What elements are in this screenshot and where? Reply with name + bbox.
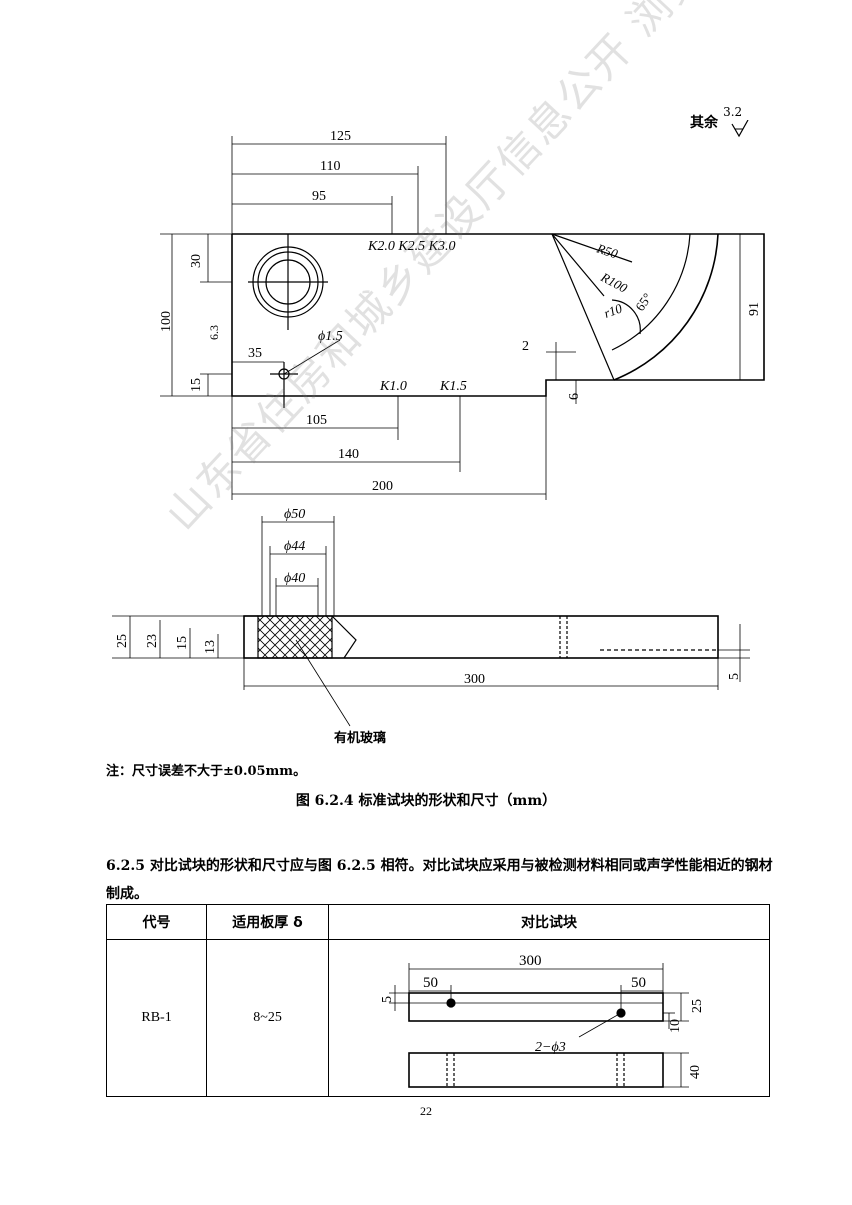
r50-label: R50 <box>594 240 620 261</box>
phi50-label: ϕ50 <box>284 507 305 522</box>
dim-95: 95 <box>312 189 326 204</box>
dim-5: 5 <box>727 673 742 680</box>
figure-caption: 图 6.2.4 标准试块的形状和尺寸（mm） <box>295 793 557 809</box>
dim-6: 6 <box>567 393 582 400</box>
header-block: 对比试块 <box>328 904 770 940</box>
rb1-dim-50a: 50 <box>423 975 438 991</box>
dim-200: 200 <box>372 479 393 494</box>
dim-25: 25 <box>115 634 130 648</box>
rb1-dim-40: 40 <box>688 1065 703 1079</box>
k-lower-1: K1.0 <box>379 379 407 394</box>
dim-100: 100 <box>159 311 174 332</box>
phi44-label: ϕ44 <box>284 539 305 554</box>
dim-15: 15 <box>189 378 204 392</box>
dim-2: 2 <box>522 339 529 354</box>
rb1-block-drawing: 300 50 50 5 25 10 2−ϕ3 40 <box>380 953 705 1088</box>
angle-label: 65° <box>632 290 655 314</box>
rb1-dim-25: 25 <box>690 999 705 1013</box>
header-code: 代号 <box>105 904 208 940</box>
dim-15-lower: 15 <box>175 636 190 650</box>
roughness-label: 其余 <box>690 115 718 131</box>
dim-23: 23 <box>145 634 160 648</box>
roughness-symbol: 其余 3.2 <box>690 105 749 138</box>
table-row: RB-1 8~25 <box>105 939 770 1097</box>
rb1-dim-10: 10 <box>668 1019 683 1033</box>
dim-35: 35 <box>248 346 262 361</box>
table-header-row: 代号 适用板厚 δ 对比试块 <box>105 904 770 940</box>
rb1-dim-50b: 50 <box>631 975 646 991</box>
rb1-dim-300: 300 <box>519 953 542 969</box>
header-thickness: 适用板厚 δ <box>206 904 329 940</box>
r100-label: R100 <box>598 269 631 296</box>
phi40-label: ϕ40 <box>284 571 305 586</box>
tolerance-note: 注：尺寸误差不大于±0.05mm。 <box>106 764 307 779</box>
dim-125: 125 <box>330 129 351 144</box>
dim-13: 13 <box>203 640 218 654</box>
roughness-value: 3.2 <box>723 105 743 119</box>
k-upper-label: K2.0 K2.5 K3.0 <box>367 239 456 254</box>
cell-drawing: 300 50 50 5 25 10 2−ϕ3 40 <box>328 939 770 1097</box>
r10-label: r10 <box>602 300 625 320</box>
roughness-side: 6.3 <box>207 325 221 340</box>
rb1-holes: 2−ϕ3 <box>535 1040 566 1055</box>
block-side-view-drawing: ϕ50 ϕ44 ϕ40 25 23 15 13 300 5 有机玻璃 <box>112 507 750 746</box>
dim-140: 140 <box>338 447 359 462</box>
k-lower-2: K1.5 <box>439 379 467 394</box>
dim-110: 110 <box>320 159 340 174</box>
material-label: 有机玻璃 <box>334 730 386 746</box>
hole-dia: ϕ1.5 <box>318 329 343 344</box>
standard-block-drawing: 125 110 95 K2.0 K2.5 K3.0 30 100 6.3 35 … <box>159 129 765 500</box>
dim-300: 300 <box>464 672 485 687</box>
rb1-dim-5: 5 <box>380 996 395 1003</box>
dim-91: 91 <box>747 302 762 316</box>
comparison-block-table: 代号 适用板厚 δ 对比试块 RB-1 8~25 <box>105 904 770 1097</box>
dim-105: 105 <box>306 413 327 428</box>
cell-thickness: 8~25 <box>206 939 329 1097</box>
roughness-triangle-icon <box>731 120 749 138</box>
page-number: 22 <box>420 1104 432 1118</box>
paragraph-6-2-5: 6.2.5 对比试块的形状和尺寸应与图 6.2.5 相符。对比试块应采用与被检测… <box>106 858 773 902</box>
cell-code: RB-1 <box>105 939 208 1097</box>
dim-30: 30 <box>189 254 204 268</box>
